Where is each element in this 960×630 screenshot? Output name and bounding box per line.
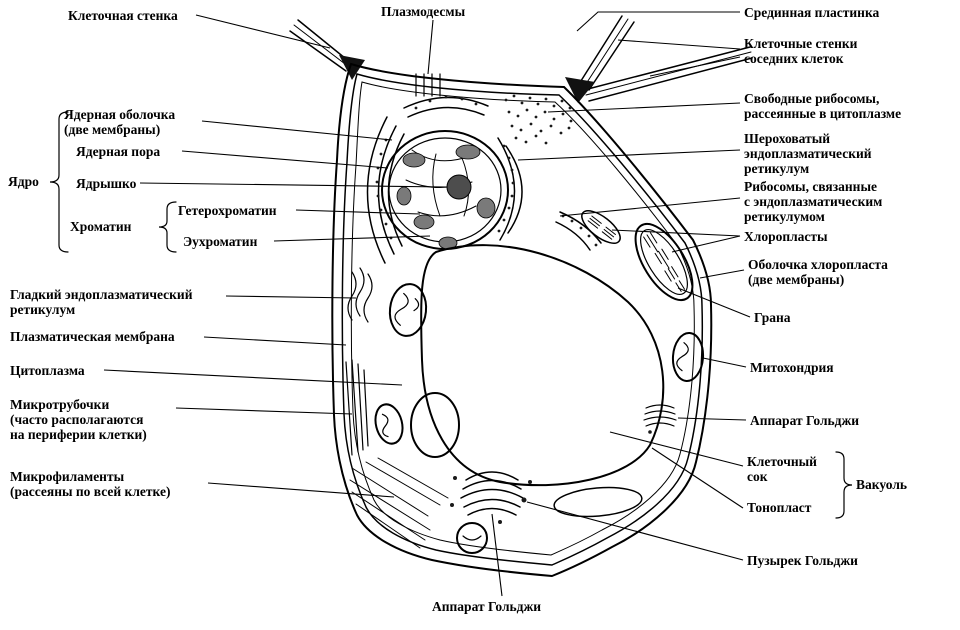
label-plasmodesmata: Плазмодесмы xyxy=(381,4,466,19)
smooth-er xyxy=(347,267,373,323)
mitochondrion-right xyxy=(671,332,705,382)
golgi-vesicle-shape xyxy=(521,497,527,503)
plasma-membrane xyxy=(350,81,695,556)
label-granum: Грана xyxy=(754,310,791,325)
label-bound-ribosomes: Рибосомы, связанные с эндоплазматическим… xyxy=(744,179,883,225)
label-chloroplast-envelope: Оболочка хлоропласта (две мембраны) xyxy=(748,257,888,288)
cell-wall xyxy=(331,62,713,578)
braces xyxy=(49,111,853,519)
label-cell-sap: Клеточный сок xyxy=(747,454,817,485)
label-nuclear-pore: Ядерная пора xyxy=(76,144,161,159)
label-golgi-right: Аппарат Гольджи xyxy=(750,413,860,428)
label-smooth-er: Гладкий эндоплазматический ретикулум xyxy=(10,287,193,318)
chloroplast-large xyxy=(634,223,694,301)
label-cytoplasm: Цитоплазма xyxy=(10,363,85,378)
nucleolus-shape xyxy=(446,174,472,200)
plasmodesmata xyxy=(415,73,441,97)
label-nucleolus: Ядрышко xyxy=(76,176,137,191)
label-neighbor-walls: Клеточные стенки соседних клеток xyxy=(744,36,858,67)
chromatin-brace xyxy=(158,201,177,253)
chloroplast-small xyxy=(581,210,621,244)
neighbor-cell-walls xyxy=(289,15,753,103)
vacuole-brace xyxy=(835,451,853,519)
label-tonoplast: Тонопласт xyxy=(747,500,812,515)
bound-ribosome-dots xyxy=(375,95,598,247)
label-nucleus: Ядро xyxy=(8,174,39,189)
golgi-apparatus xyxy=(450,471,532,524)
endoplasmic-reticulum xyxy=(366,96,602,264)
label-cell-wall: Клеточная стенка xyxy=(68,8,178,23)
label-rough-er: Шероховатый эндоплазматический ретикулум xyxy=(744,131,872,177)
label-golgi-bottom: Аппарат Гольджи xyxy=(432,599,542,614)
nucleus-brace xyxy=(49,111,69,253)
nucleus xyxy=(381,130,509,250)
microtubules xyxy=(345,359,369,456)
label-nuclear-envelope: Ядерная оболочка (две мембраны) xyxy=(64,107,176,138)
label-chloroplasts: Хлоропласты xyxy=(744,229,828,244)
microfilaments xyxy=(349,457,449,549)
leader-lines xyxy=(103,11,751,597)
label-mitochondrion: Митохондрия xyxy=(750,360,834,375)
mitochondrion-left-lower xyxy=(374,403,404,445)
heterochromatin-blobs xyxy=(396,144,496,250)
label-heterochromatin: Гетерохроматин xyxy=(178,203,277,218)
misc-organelles xyxy=(410,392,643,554)
label-chromatin: Хроматин xyxy=(70,219,132,234)
label-microfilaments: Микрофиламенты (рассеяны по всей клетке) xyxy=(10,469,171,500)
label-free-ribosomes: Свободные рибосомы, рассеянные в цитопла… xyxy=(744,91,902,122)
label-euchromatin: Эухроматин xyxy=(183,234,258,249)
mitochondrion-left-upper xyxy=(388,283,428,337)
vacuole xyxy=(420,244,665,487)
label-golgi-vesicle: Пузырек Гольджи xyxy=(747,553,858,568)
label-plasma-membrane: Плазматическая мембрана xyxy=(10,329,175,344)
label-vacuole: Вакуоль xyxy=(856,477,908,492)
label-middle-lamella: Срединная пластинка xyxy=(744,5,880,20)
free-ribosome-dots xyxy=(504,94,573,145)
label-microtubules: Микротрубочки (часто располагаются на пе… xyxy=(10,397,147,443)
golgi-apparatus-right xyxy=(643,404,677,434)
